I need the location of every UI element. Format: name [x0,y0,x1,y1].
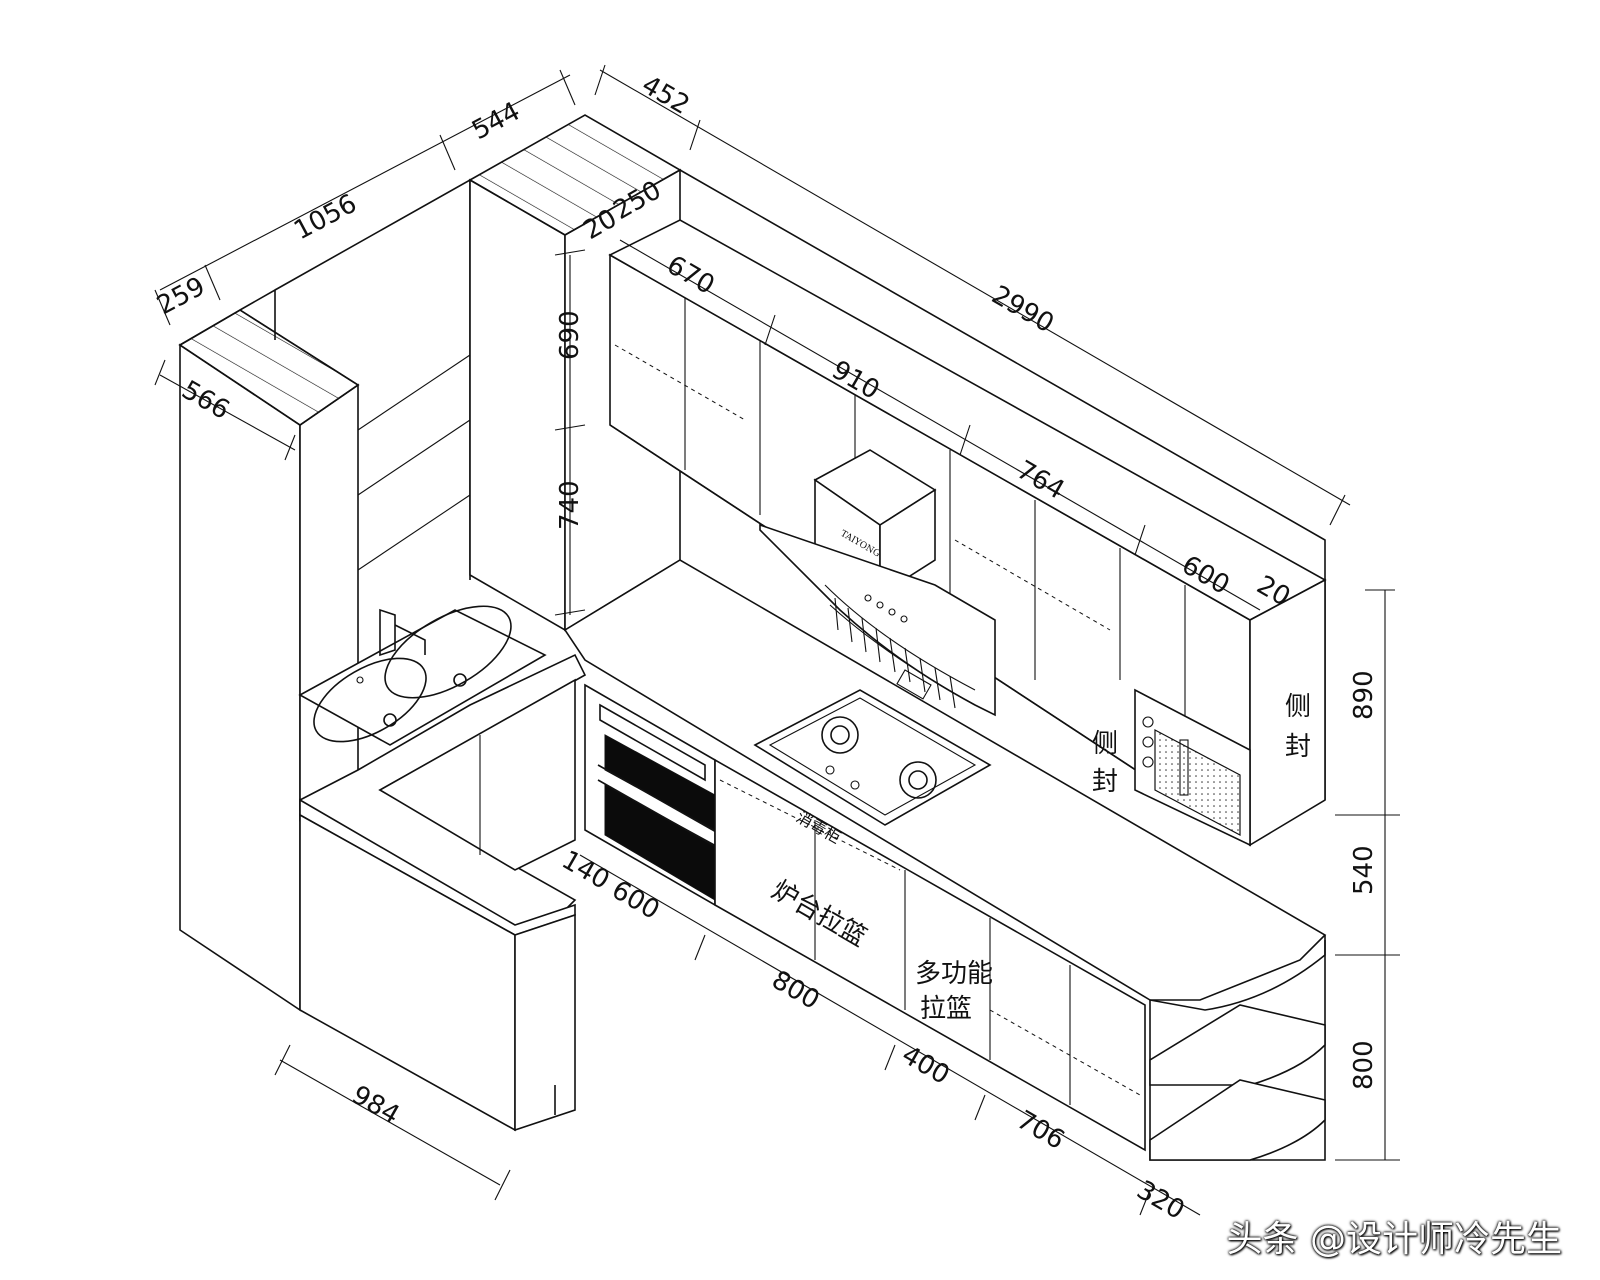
lower-left-cabinets [299,678,576,1132]
dim-140: 140 [557,845,615,896]
dim-706: 706 [1012,1105,1070,1156]
sink [298,605,547,746]
hood-grille [834,597,956,709]
dim-800-right: 800 [1349,1040,1379,1090]
dimension-texts: 259 1056 544 452 250 20 566 670 910 764 … [152,70,1379,1226]
dim-452: 452 [637,70,695,121]
dim-740: 740 [555,480,585,530]
lower-main-cabinets [714,758,1146,1152]
dim-320: 320 [1132,1175,1190,1226]
range-hood: TAIYONG [759,449,996,717]
dimension-lines [154,64,1400,1216]
label-side-seal-left-1: 侧 [1092,729,1118,759]
label-side-seal-right-2: 封 [1285,732,1311,762]
label-multi-basket-1: 多功能 [915,959,993,989]
dim-544: 544 [467,96,525,146]
built-in-oven [1134,688,1251,847]
label-side-seal-right-1: 侧 [1285,692,1311,722]
label-side-seal-left-2: 封 [1092,767,1118,797]
dim-890: 890 [1349,670,1379,720]
dim-1056: 1056 [289,189,362,247]
dim-984: 984 [347,1080,405,1131]
dim-259: 259 [152,271,210,321]
watermark: 头条 @设计师冷先生 [1226,1219,1562,1260]
label-multi-basket-2: 拉篮 [920,994,972,1024]
dim-540: 540 [1349,845,1379,895]
dim-600-base: 600 [607,875,665,926]
dim-800-base: 800 [767,965,825,1016]
dim-400: 400 [897,1040,955,1091]
end-shelves [1149,940,1326,1161]
dim-2990: 2990 [987,280,1059,339]
dim-690: 690 [555,310,585,360]
cooktop [753,689,992,826]
disinfection-cabinet [584,683,719,907]
